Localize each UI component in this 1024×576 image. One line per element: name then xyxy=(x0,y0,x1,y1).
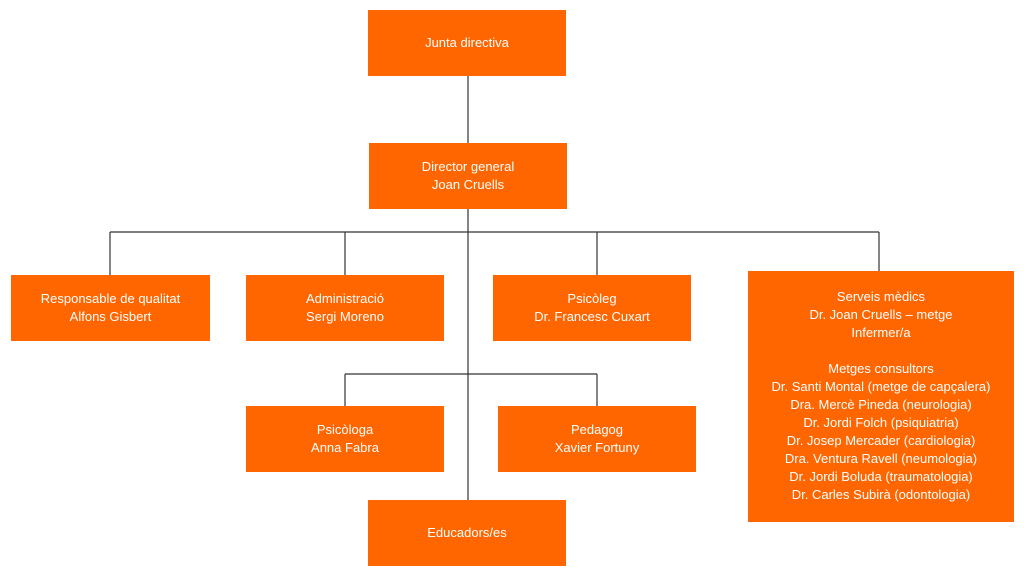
node-psicologa: Psicòloga Anna Fabra xyxy=(246,406,444,472)
node-person: Joan Cruells xyxy=(431,177,505,192)
node-person: Dr. Francesc Cuxart xyxy=(534,309,650,324)
node-pedagog: Pedagog Xavier Fortuny xyxy=(498,406,696,472)
node-director-general: Director general Joan Cruells xyxy=(369,143,567,209)
node-serveis-medics: Serveis mèdics Dr. Joan Cruells – metge … xyxy=(748,271,1014,522)
node-title: Responsable de qualitat xyxy=(40,291,181,306)
node-subtitle: Metges consultors xyxy=(828,361,934,376)
consultant-item: Dr. Jordi Boluda (traumatologia) xyxy=(789,469,973,484)
node-line: Infermer/a xyxy=(851,325,911,340)
node-title: Administració xyxy=(305,291,385,306)
node-title: Educadors/es xyxy=(427,525,507,540)
node-educadors: Educadors/es xyxy=(368,500,566,566)
node-title: Junta directiva xyxy=(425,35,509,50)
node-line: Dr. Joan Cruells – metge xyxy=(809,307,953,322)
consultant-item: Dra. Mercè Pineda (neurologia) xyxy=(790,397,972,412)
node-person: Xavier Fortuny xyxy=(554,440,640,455)
node-title: Psicòleg xyxy=(567,291,617,306)
node-person: Alfons Gisbert xyxy=(69,309,152,324)
consultant-item: Dra. Ventura Ravell (neumologia) xyxy=(784,451,978,466)
node-title: Director general xyxy=(421,159,515,174)
node-title: Psicòloga xyxy=(316,422,374,437)
node-person: Sergi Moreno xyxy=(305,309,385,324)
consultant-item: Dr. Carles Subirà (odontologia) xyxy=(791,487,971,502)
node-administracio: Administració Sergi Moreno xyxy=(246,275,444,341)
node-responsable-qualitat: Responsable de qualitat Alfons Gisbert xyxy=(11,275,210,341)
node-title: Pedagog xyxy=(570,422,624,437)
consultant-item: Dr. Josep Mercader (cardiologia) xyxy=(786,433,976,448)
node-person: Anna Fabra xyxy=(311,440,379,455)
node-junta-directiva: Junta directiva xyxy=(368,10,566,76)
consultant-item: Dr. Jordi Folch (psiquiatria) xyxy=(803,415,959,430)
node-psicoleg: Psicòleg Dr. Francesc Cuxart xyxy=(493,275,691,341)
consultant-item: Dr. Santi Montal (metge de capçalera) xyxy=(771,379,991,394)
node-title: Serveis mèdics xyxy=(836,289,926,304)
